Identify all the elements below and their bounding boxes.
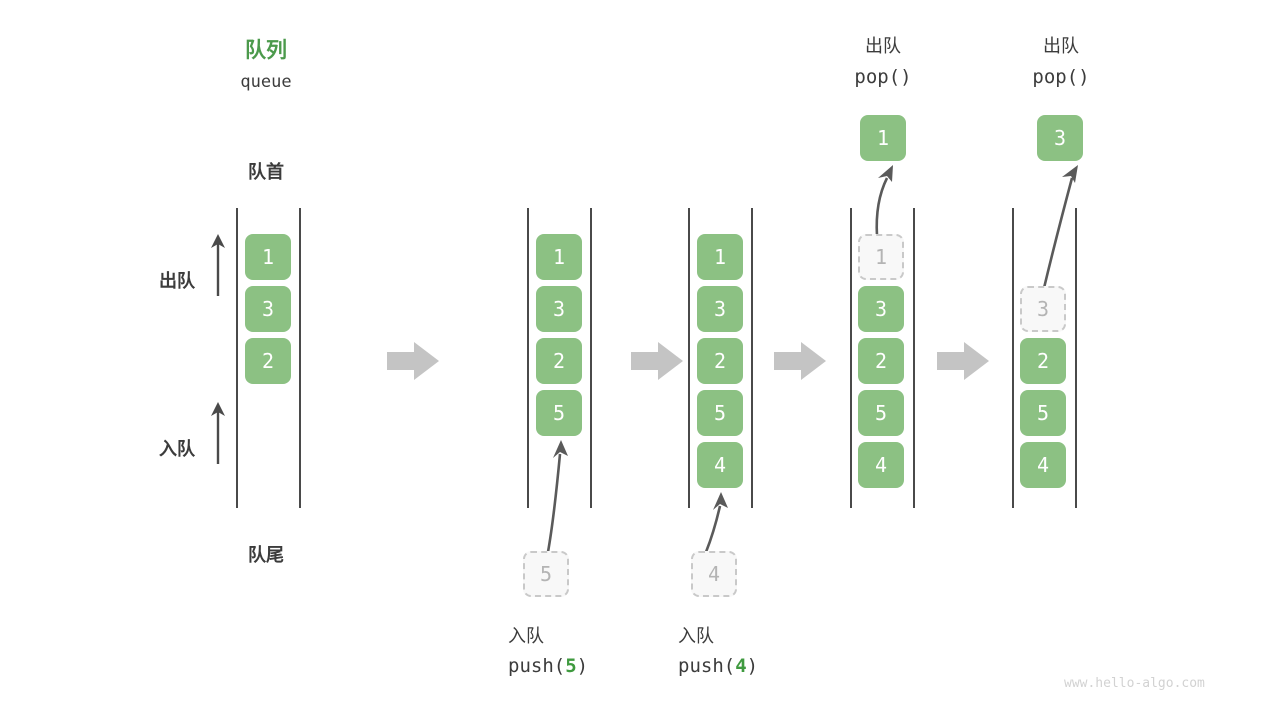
push-code-prefix: push( (678, 655, 736, 677)
popped-cell: 3 (1037, 115, 1083, 161)
queue-cell: 2 (858, 338, 904, 384)
queue-rail-right (590, 208, 592, 508)
queue-rail-right (751, 208, 753, 508)
queue-rail-right (299, 208, 301, 508)
push-caption-code: push(5) (478, 655, 678, 677)
queue-cell-new: 5 (536, 390, 582, 436)
popped-ghost-cell: 3 (1020, 286, 1066, 332)
pop-arrow-icon (1042, 165, 1078, 289)
push-arrow-icon (704, 492, 728, 553)
push-caption-code: push(4) (648, 655, 848, 677)
queue-rail-right (913, 208, 915, 508)
queue-title-cn: 队列 (245, 38, 287, 62)
queue-cell: 4 (1020, 442, 1066, 488)
queue-cell: 3 (858, 286, 904, 332)
push-arrow-icon (546, 440, 568, 553)
queue-rail-right (1075, 208, 1077, 508)
queue-cell: 3 (697, 286, 743, 332)
push-code-suffix: ) (746, 655, 759, 677)
rear-label: 队尾 (248, 545, 284, 566)
dequeue-direction-arrow-icon (211, 234, 225, 296)
push-source-ghost-cell: 5 (523, 551, 569, 597)
queue-cell-new: 4 (697, 442, 743, 488)
pop-arrow-icon (875, 165, 893, 237)
push-code-prefix: push( (508, 655, 566, 677)
push-caption-cn: 入队 (508, 626, 544, 647)
push-source-ghost-cell: 4 (691, 551, 737, 597)
queue-rail-left (850, 208, 852, 508)
dequeue-direction-label: 出队 (159, 271, 195, 292)
queue-cell: 1 (245, 234, 291, 280)
queue-title-en: queue (240, 72, 292, 92)
pop-caption-code: pop() (1032, 66, 1090, 88)
push-code-suffix: ) (576, 655, 589, 677)
queue-cell: 3 (536, 286, 582, 332)
arrow-right-icon (774, 342, 826, 380)
queue-cell: 1 (536, 234, 582, 280)
push-code-arg: 5 (565, 655, 577, 677)
queue-cell: 2 (1020, 338, 1066, 384)
enqueue-direction-label: 入队 (159, 439, 195, 460)
queue-cell: 2 (536, 338, 582, 384)
queue-cell: 4 (858, 442, 904, 488)
queue-cell: 2 (697, 338, 743, 384)
pop-caption-cn: 出队 (865, 36, 901, 57)
arrow-right-icon (387, 342, 439, 380)
push-caption-cn: 入队 (678, 626, 714, 647)
queue-cell: 1 (697, 234, 743, 280)
queue-cell: 3 (245, 286, 291, 332)
queue-rail-left (1012, 208, 1014, 508)
queue-cell: 5 (697, 390, 743, 436)
queue-cell: 5 (858, 390, 904, 436)
arrow-right-icon (631, 342, 683, 380)
front-label: 队首 (248, 162, 284, 183)
watermark: www.hello-algo.com (1064, 676, 1205, 691)
queue-cell: 2 (245, 338, 291, 384)
pop-caption-cn: 出队 (1043, 36, 1079, 57)
pop-caption-code: pop() (854, 66, 912, 88)
popped-cell: 1 (860, 115, 906, 161)
queue-rail-left (688, 208, 690, 508)
push-code-arg: 4 (735, 655, 747, 677)
queue-rail-left (236, 208, 238, 508)
queue-rail-left (527, 208, 529, 508)
popped-ghost-cell: 1 (858, 234, 904, 280)
enqueue-direction-arrow-icon (211, 402, 225, 464)
arrow-right-icon (937, 342, 989, 380)
queue-cell: 5 (1020, 390, 1066, 436)
